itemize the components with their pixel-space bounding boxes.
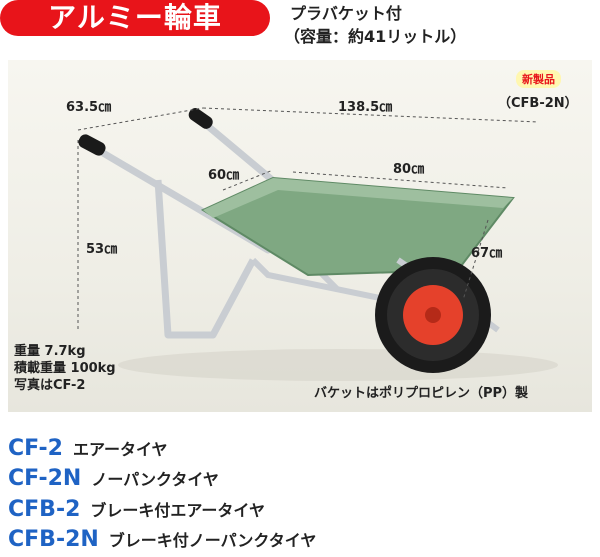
dim-wheel-span: 67㎝ bbox=[471, 246, 503, 261]
spec-weight: 重量 7.7kg bbox=[14, 344, 86, 359]
new-product-badge: 新製品 bbox=[516, 70, 561, 88]
model-desc: エアータイヤ bbox=[72, 440, 168, 459]
model-row-cf2: CF-2 エアータイヤ bbox=[8, 436, 168, 461]
model-tag: （CFB-2N） bbox=[498, 96, 578, 111]
model-code: CFB-2N bbox=[8, 527, 99, 552]
product-title: アルミー輪車 bbox=[0, 0, 270, 36]
model-desc: ブレーキ付ノーパンクタイヤ bbox=[108, 531, 317, 550]
model-code: CFB-2 bbox=[8, 497, 81, 522]
bucket-material-note: バケットはポリプロピレン（PP）製 bbox=[314, 386, 529, 401]
model-row-cfb2: CFB-2 ブレーキ付エアータイヤ bbox=[8, 497, 265, 522]
dim-handle-width: 63.5㎝ bbox=[66, 100, 112, 115]
model-desc: ノーパンクタイヤ bbox=[91, 470, 219, 489]
subtitle-bucket: プラバケット付 bbox=[290, 4, 402, 23]
spec-load: 積載重量 100kg bbox=[14, 361, 116, 376]
dim-total-length: 138.5㎝ bbox=[338, 100, 393, 115]
model-code: CF-2N bbox=[8, 466, 82, 491]
dim-bucket-length: 80㎝ bbox=[393, 162, 425, 177]
model-row-cfb2n: CFB-2N ブレーキ付ノーパンクタイヤ bbox=[8, 527, 317, 552]
wheelbarrow-illustration bbox=[77, 107, 558, 381]
model-row-cf2n: CF-2N ノーパンクタイヤ bbox=[8, 466, 219, 491]
subtitle-capacity: （容量：約41リットル） bbox=[284, 27, 467, 46]
product-photo: 新製品 （CFB-2N） 63.5㎝ 138.5㎝ 60㎝ 80㎝ 53㎝ 67… bbox=[8, 60, 592, 412]
model-code: CF-2 bbox=[8, 436, 63, 461]
dim-bucket-width: 60㎝ bbox=[208, 168, 240, 183]
spec-photo-note: 写真はCF-2 bbox=[14, 378, 86, 393]
model-desc: ブレーキ付エアータイヤ bbox=[90, 501, 265, 520]
dim-height: 53㎝ bbox=[86, 242, 118, 257]
